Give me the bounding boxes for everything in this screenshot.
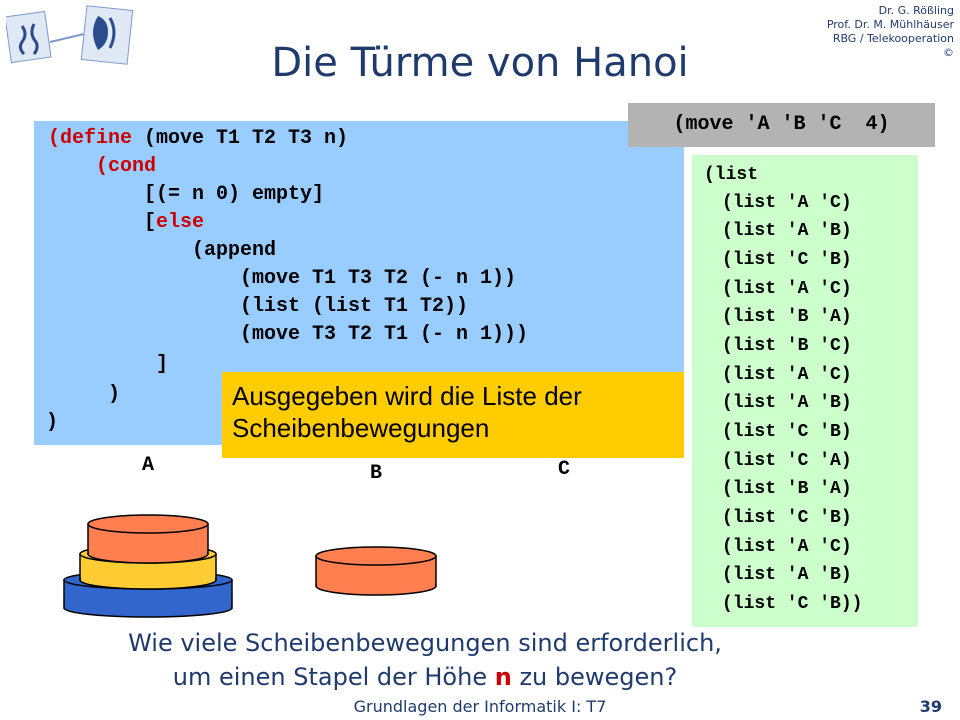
- result-item: (list 'A 'C): [722, 365, 852, 385]
- code-line: (move T3 T2 T1 (- n 1))): [240, 323, 529, 346]
- function-call-box: (move 'A 'B 'C 4): [628, 103, 935, 147]
- code-text: [: [144, 211, 157, 234]
- callout-note: Ausgegeben wird die Liste der Scheibenbe…: [222, 372, 684, 458]
- code-keyword: (define: [48, 127, 133, 150]
- result-list-box: (list (list 'A 'C) (list 'A 'B) (list 'C…: [692, 155, 918, 627]
- question-line-2: um einen Stapel der Höhe n zu bewegen?: [0, 660, 850, 694]
- result-item: (list 'A 'B): [722, 565, 852, 585]
- peg-label-b: B: [370, 462, 383, 485]
- slide-title: Die Türme von Hanoi: [271, 40, 689, 86]
- result-open: (list: [704, 165, 759, 185]
- result-item: (list 'A 'C): [722, 537, 852, 557]
- code-line: ): [46, 411, 59, 434]
- code-line: [else: [144, 211, 204, 235]
- result-item: (list 'B 'A): [722, 307, 852, 327]
- question-variable: n: [494, 663, 512, 691]
- copyright-mark: ©: [943, 46, 954, 59]
- author-line: RBG / Telekooperation: [832, 32, 954, 45]
- page-number: 39: [919, 697, 942, 716]
- question-text-part: zu bewegen?: [511, 663, 678, 691]
- code-line: (append: [192, 239, 277, 262]
- result-item: (list 'A 'B): [722, 393, 852, 413]
- code-keyword: (cond: [96, 155, 157, 178]
- author-line: Dr. G. Rößling: [878, 4, 954, 17]
- code-text: (move T1 T2 T3 n): [132, 127, 349, 150]
- author-line: Prof. Dr. M. Mühlhäuser: [826, 18, 954, 31]
- result-item: (list 'C 'B): [722, 250, 852, 270]
- result-item: (list 'A 'B): [722, 221, 852, 241]
- peg-label-c: C: [558, 458, 571, 481]
- code-line: (define (move T1 T2 T3 n): [48, 127, 348, 151]
- result-item: (list 'C 'B): [722, 422, 852, 442]
- code-line: (move T1 T3 T2 (- n 1)): [240, 267, 517, 290]
- result-item: (list 'B 'A): [722, 479, 852, 499]
- result-item: (list 'C 'B): [722, 508, 852, 528]
- result-item: (list 'B 'C): [722, 336, 852, 356]
- university-logo: [6, 5, 134, 65]
- code-keyword: else: [156, 211, 205, 234]
- result-item: (list 'C 'B)): [722, 594, 863, 614]
- author-info: Dr. G. Rößling Prof. Dr. M. Mühlhäuser R…: [827, 4, 954, 60]
- disk-small-a: [87, 514, 209, 564]
- question-text-part: um einen Stapel der Höhe: [172, 663, 495, 691]
- question-line-1: Wie viele Scheibenbewegungen sind erford…: [128, 629, 722, 657]
- peg-label-a: A: [142, 454, 155, 477]
- question-text: Wie viele Scheibenbewegungen sind erford…: [0, 626, 850, 694]
- disk-small-b: [315, 546, 437, 596]
- footer-course: Grundlagen der Informatik I: T7: [353, 697, 607, 716]
- code-line: (list (list T1 T2)): [240, 295, 469, 318]
- code-line: [(= n 0) empty]: [144, 183, 325, 206]
- code-line: (cond: [96, 155, 156, 179]
- result-item: (list 'A 'C): [722, 279, 852, 299]
- code-line: ]: [156, 353, 169, 376]
- result-item: (list 'A 'C): [722, 193, 852, 213]
- result-item: (list 'C 'A): [722, 451, 852, 471]
- code-line: ): [108, 383, 121, 406]
